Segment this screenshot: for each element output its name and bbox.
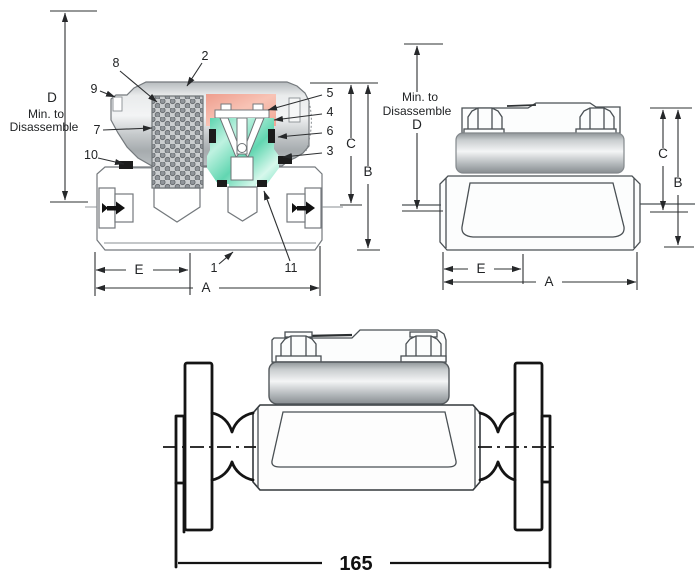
bolt — [463, 107, 505, 135]
seal — [217, 180, 227, 187]
hub-right — [478, 411, 517, 482]
hub-left — [210, 411, 255, 482]
dimension-b-section: B — [357, 84, 380, 251]
dim-label-e: E — [134, 262, 143, 277]
callout-4: 4 — [327, 105, 334, 119]
dimension-a-section: A — [94, 246, 321, 296]
min-to-label: Min. to — [28, 107, 64, 121]
dim-label-b: B — [673, 175, 682, 190]
seal — [119, 161, 133, 169]
dimension-c-side: C — [650, 107, 692, 213]
dimension-a-side: A — [442, 252, 638, 290]
cap-plate-edge — [506, 104, 537, 107]
dimension-d-section: D Min. to Disassemble — [10, 10, 97, 203]
dimension-d-side: Min. to Disassemble D — [383, 43, 452, 212]
flange-back-plate-left — [174, 414, 186, 569]
flange-back-plate-right — [540, 414, 552, 569]
valve-body-flanged — [252, 404, 481, 491]
callout-7: 7 — [94, 123, 101, 137]
bonnet-ring — [455, 132, 625, 174]
flanged-view: 165 — [163, 329, 558, 575]
bolt — [275, 331, 322, 363]
disassemble-label: Disassemble — [10, 120, 79, 134]
seal — [268, 129, 275, 143]
callout-8: 8 — [113, 56, 120, 70]
seal — [278, 156, 292, 164]
dim-label-c: C — [658, 146, 668, 161]
body-panel — [271, 411, 457, 468]
flow-arrow-icon — [292, 201, 315, 215]
dim-label-e: E — [476, 261, 485, 276]
min-to-label: Min. to — [402, 90, 438, 104]
flow-arrow-icon — [102, 201, 125, 215]
hidden-edge-dashed — [305, 101, 312, 152]
dim-label-d: D — [47, 90, 57, 105]
body-panel — [461, 182, 625, 238]
dimension-165: 165 — [178, 553, 550, 575]
callout-5: 5 — [327, 86, 334, 100]
poppet — [219, 117, 265, 181]
dim-label-a: A — [544, 274, 553, 289]
disassemble-label: Disassemble — [383, 104, 452, 118]
callout-9: 9 — [91, 82, 98, 96]
cap-lug-slot-right — [288, 97, 301, 123]
bolt — [575, 107, 617, 135]
callout-2: 2 — [202, 49, 209, 63]
side-view: Min. to Disassemble D C B E — [383, 43, 695, 290]
dim-label-c: C — [346, 136, 356, 151]
callout-3: 3 — [327, 144, 334, 158]
outlet-bore — [227, 186, 258, 222]
seal — [257, 180, 267, 187]
dim-label-d: D — [412, 117, 422, 132]
callout-10: 10 — [84, 148, 98, 162]
callout-11: 11 — [285, 261, 298, 275]
dimension-b-side: B — [664, 109, 694, 248]
dimension-c-section: C — [310, 82, 378, 206]
retainer-bolt — [252, 103, 264, 111]
section-view: 2 8 9 7 10 5 4 6 3 1 11 D — [10, 10, 380, 296]
dimension-e-side: E — [443, 254, 524, 284]
dim-label-b: B — [363, 164, 372, 179]
bolt — [400, 331, 447, 363]
dim-label-165: 165 — [339, 553, 372, 575]
retainer-bar — [214, 109, 270, 119]
callout-1: 1 — [211, 261, 218, 275]
seal — [209, 129, 216, 143]
filter-screen — [151, 95, 204, 189]
valve-body-side — [439, 175, 641, 251]
callout-6: 6 — [327, 124, 334, 138]
dim-label-a: A — [201, 280, 210, 295]
retainer-bolt — [220, 103, 232, 111]
bonnet-ring — [268, 361, 450, 405]
cap-plate-edge — [304, 333, 353, 338]
dimension-e-section: E — [95, 253, 191, 295]
callouts: 2 8 9 7 10 5 4 6 3 1 11 — [84, 49, 333, 275]
cap-lug-slot-left — [112, 96, 123, 112]
